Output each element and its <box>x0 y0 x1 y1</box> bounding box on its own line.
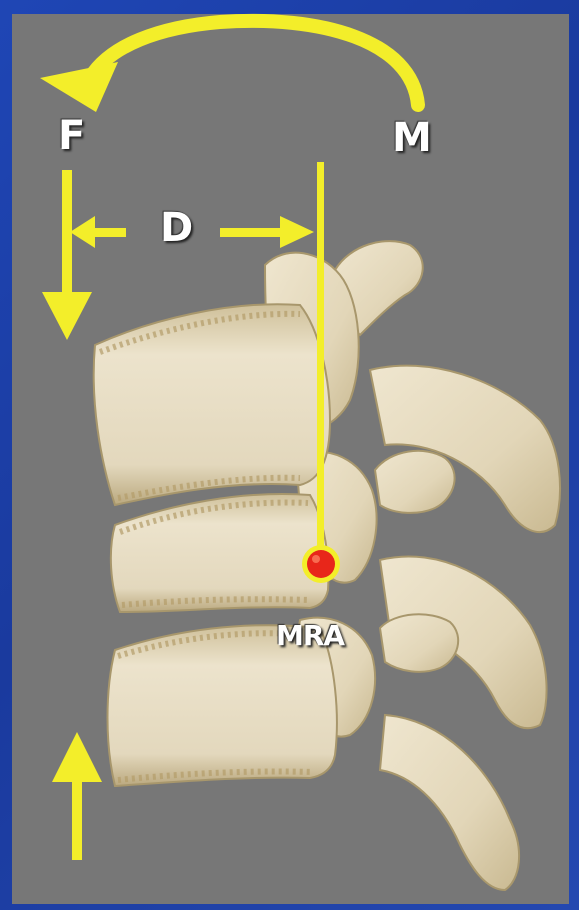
spinous-process-lower <box>380 715 519 890</box>
distance-arrow-right-shaft <box>220 228 282 237</box>
vertebral-body-middle <box>111 494 329 612</box>
reaction-arrow-shaft <box>72 775 82 860</box>
moment-arrow-head <box>40 62 118 112</box>
distance-arrow-right-head <box>280 216 314 248</box>
rotation-axis-dot <box>307 550 335 578</box>
rotation-axis-marker <box>302 545 340 583</box>
rotation-axis-label: MRA <box>276 622 344 650</box>
facet-joint-upper-mid <box>375 451 455 513</box>
force-label: F <box>58 116 85 156</box>
facet-joint-lower-mid <box>380 614 458 672</box>
vertebral-bodies <box>94 304 337 786</box>
moment-arm-line <box>317 162 324 557</box>
force-arrow-shaft <box>62 170 72 300</box>
force-arrow <box>42 170 92 340</box>
reaction-arrow-head <box>52 732 102 782</box>
reaction-arrow <box>52 732 102 860</box>
moment-arrow <box>40 21 418 112</box>
distance-arrow-left-head <box>70 216 95 248</box>
moment-arrow-shaft <box>90 21 418 105</box>
posterior-processes <box>334 241 560 890</box>
distance-label: D <box>160 208 193 248</box>
moment-label: M <box>392 118 432 158</box>
force-arrow-head <box>42 292 92 340</box>
